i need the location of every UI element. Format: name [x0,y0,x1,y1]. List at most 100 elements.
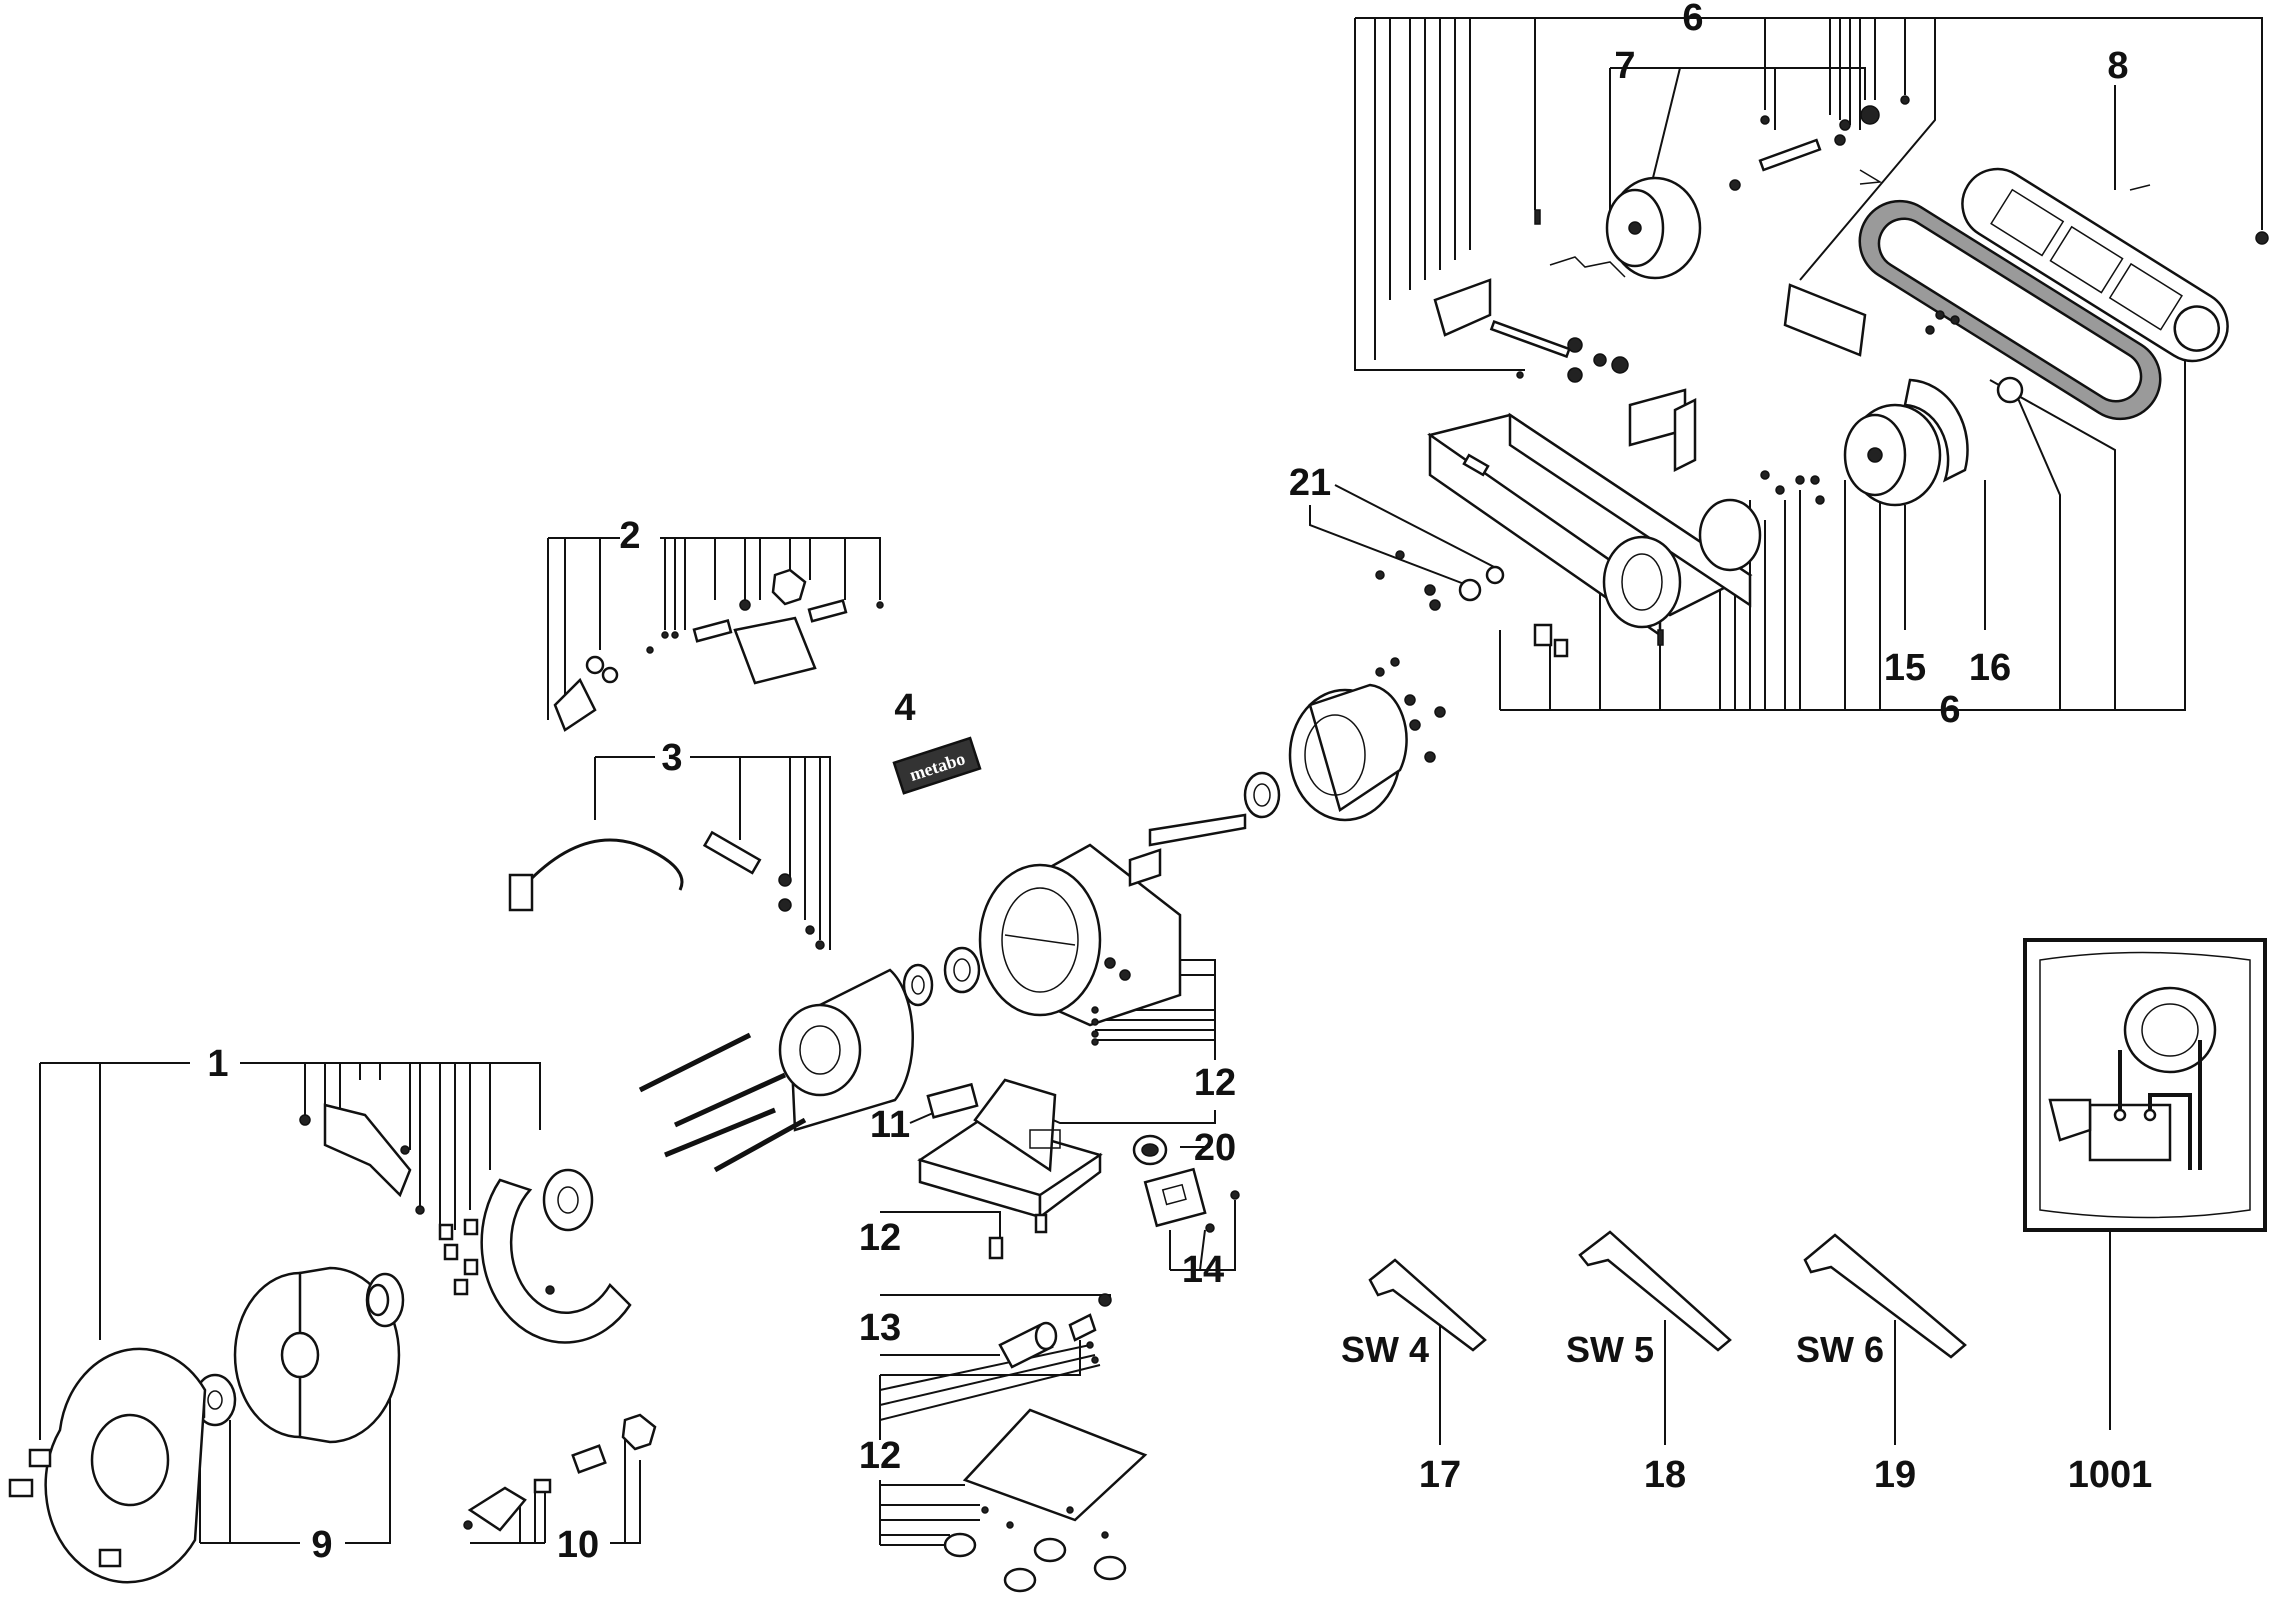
nut-part [1390,657,1400,667]
lever-part [1549,256,1626,278]
nut-part [1775,485,1785,495]
label-part-21: 21 [1289,462,1331,504]
base-stand-part [917,1078,1103,1220]
drive-pulley-part [1843,403,1942,507]
label-part-20: 20 [1194,1127,1236,1169]
top-pulley-part [1605,176,1702,280]
screw-part [28,1448,52,1468]
label-part-12-base: 12 [859,1217,901,1259]
pulley-cover-part [1903,378,1969,483]
label-part-15: 15 [1884,647,1926,689]
label-part-9: 9 [311,1524,332,1566]
label-part-18: 18 [1644,1454,1686,1496]
nut-part [1760,470,1770,480]
belt-sander-assembly [1375,95,2269,658]
screw-part [988,1236,1004,1260]
nut-part [1834,134,1846,146]
nut-part [1729,179,1741,191]
callout-labels: 1 2 3 4 6 6 7 8 9 10 11 12 12 12 13 14 1… [207,0,2152,1566]
label-part-17: 17 [1419,1454,1461,1496]
screw-part [1091,1006,1099,1014]
eye-shield-holder-part [463,1413,657,1532]
label-part-8: 8 [2107,45,2128,87]
screw-part [8,1478,34,1498]
label-part-12-lower: 12 [859,1435,901,1477]
nut-part [2255,231,2269,245]
nut-part [1900,95,1910,105]
screw-part [1101,1531,1109,1539]
hex-key-sw5 [1578,1230,1732,1352]
tie-rod-part [713,1117,807,1173]
label-part-13: 13 [859,1307,901,1349]
clamp-part [1068,1313,1097,1342]
front-cover-part [44,1347,207,1584]
nut-part [1375,570,1385,580]
right-end-cap-part [1288,683,1408,822]
flange-plate-part [1698,498,1762,572]
nut-part [1815,495,1825,505]
screw-part [545,1285,555,1295]
screw-part [1657,629,1664,646]
slotted-plate-part [1783,283,1867,357]
screw-part [1104,957,1116,969]
label-wrench-sw4: SW 4 [1341,1329,1429,1370]
nut-part [1611,356,1629,374]
washer-part [1996,376,2024,404]
screw-part [1098,1293,1112,1307]
screw-part [1533,623,1553,647]
nut-part [1950,315,1960,325]
tie-rod-part [638,1032,752,1093]
label-part-1001: 1001 [2068,1454,2153,1496]
hex-key-sw4 [1368,1258,1487,1352]
bracket-part [1433,278,1492,337]
washer-part [1458,578,1482,602]
rotor-shaft-part [1148,813,1247,847]
rubber-foot-part [1093,1555,1127,1581]
sander-housing-part [1427,412,1753,638]
capacitor-part [998,1321,1058,1369]
eye-shield-part [553,568,884,732]
screw-part [1066,1506,1074,1514]
tie-rod-part [673,1072,787,1128]
rubber-foot-part [1033,1537,1067,1563]
screw-part [2129,184,2151,191]
spring-part [1859,169,1883,185]
label-part-11: 11 [870,1104,910,1146]
nut-part [1839,119,1851,131]
label-part-1: 1 [207,1043,228,1085]
screw-part [1119,969,1131,981]
screw-part [1553,638,1569,658]
screw-part [453,1278,469,1296]
nut-part [1925,325,1935,335]
screw-part [1091,1356,1099,1364]
nut-part [1395,550,1405,560]
screw-part [1034,1213,1048,1234]
wiring-diagram-box [2023,938,2267,1232]
screw-part [463,1218,479,1236]
nut-part [1429,599,1441,611]
label-part-16: 16 [1969,647,2011,689]
label-part-4: 4 [894,687,915,729]
tie-rod-part [664,1107,776,1158]
nameplate-part [926,1082,979,1119]
washer-part [902,963,934,1007]
nut-part [1760,115,1770,125]
mains-cable-part [508,830,825,950]
nut-part [1404,694,1416,706]
nut-part [1375,667,1385,677]
base-plate-part [962,1408,1148,1522]
screw-part [1091,1038,1099,1046]
label-part-19: 19 [1874,1454,1916,1496]
rubber-foot-part [1003,1567,1037,1593]
wheel-guard-part [480,1168,632,1344]
nut-part [1409,719,1421,731]
label-part-12-motor: 12 [1194,1062,1236,1104]
screw-part [463,1258,479,1276]
screw-part [438,1223,454,1241]
left-end-cap-part [778,968,914,1132]
tension-shaft-part [1758,138,1822,172]
nut-part [1567,337,1583,353]
motor-housing-part [978,843,1182,1027]
nut-part [1935,310,1945,320]
screw-part [981,1506,989,1514]
